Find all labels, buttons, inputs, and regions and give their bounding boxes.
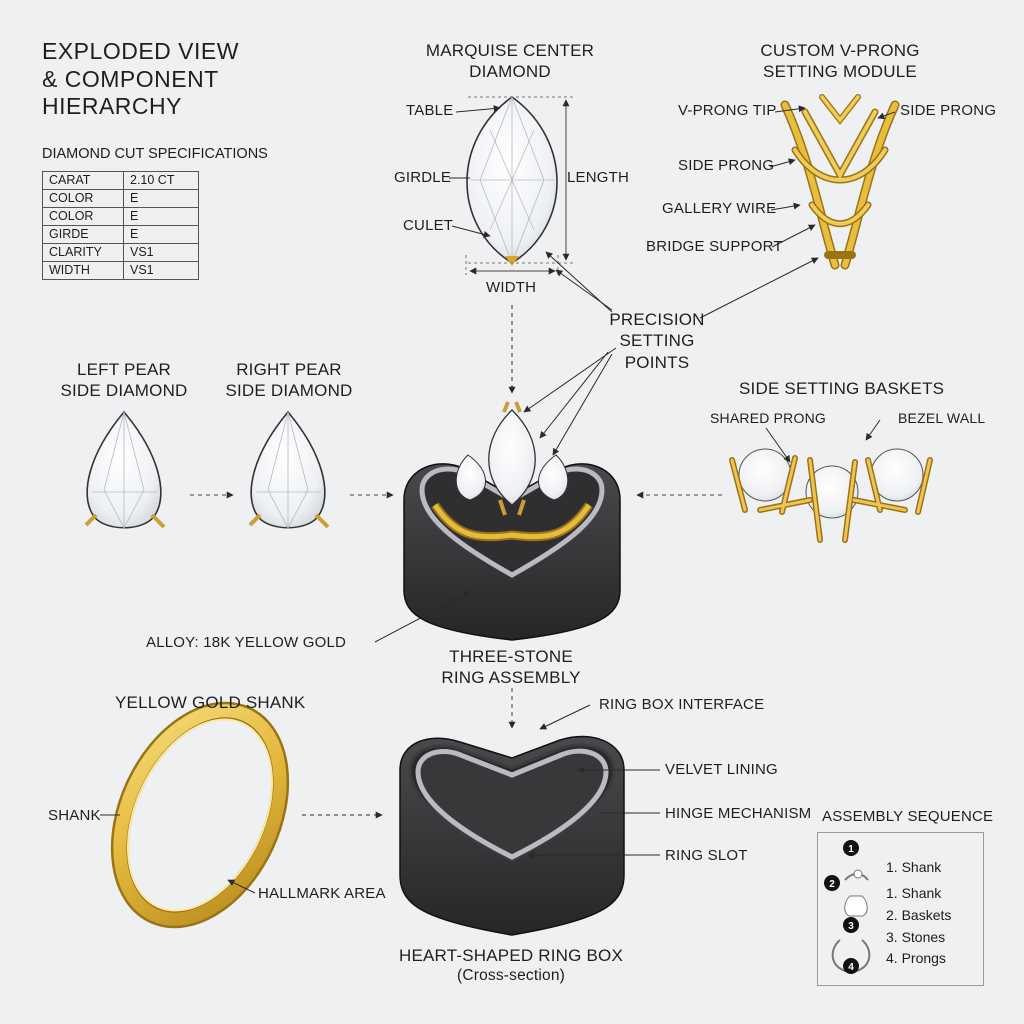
shank-title: YELLOW GOLD SHANK [115, 693, 306, 712]
label-hallmark-area: HALLMARK AREA [258, 885, 386, 902]
label-alloy: ALLOY: 18K YELLOW GOLD [146, 634, 347, 651]
marquise-diamond [465, 95, 575, 275]
gold-shank [110, 701, 290, 929]
right-pear-title: RIGHT PEAR SIDE DIAMOND [225, 360, 353, 401]
label-width: WIDTH [486, 279, 537, 296]
assembly-box [403, 401, 621, 641]
label-culet: CULET [403, 217, 454, 234]
side-setting-baskets [729, 448, 933, 543]
label-side-prong-1: SIDE PRONG [900, 102, 997, 119]
label-ring-box-interface: RING BOX INTERFACE [599, 696, 765, 713]
seq-item-5: 4. Prongs [886, 950, 946, 966]
label-bridge-support: BRIDGE SUPPORT [646, 238, 783, 255]
label-hinge-mechanism: HINGE MECHANISM [665, 805, 812, 822]
label-vprong-tip: V-PRONG TIP [678, 102, 777, 119]
label-table: TABLE [406, 102, 454, 119]
seq-badge-4: 4 [848, 962, 854, 973]
right-pear-diamond [248, 410, 330, 529]
v-prong-module [780, 94, 900, 270]
spec-key: COLOR [42, 189, 124, 208]
seq-item-2: 1. Shank [886, 885, 942, 901]
ring-box-title: HEART-SHAPED RING BOX [399, 946, 623, 965]
spec-value: 2.10 CT [123, 171, 199, 190]
spec-key: WIDTH [42, 261, 124, 280]
baskets-title: SIDE SETTING BASKETS [739, 379, 945, 398]
label-shared-prong: SHARED PRONG [710, 410, 826, 426]
seq-item-4: 3. Stones [886, 929, 946, 945]
spec-value: VS1 [123, 261, 199, 280]
left-pear-title: LEFT PEAR SIDE DIAMOND [60, 360, 188, 401]
assembly-sequence-box: 1. Shank 1. Shank 2. Baskets 3. Stones 4… [817, 832, 984, 986]
assembly-sequence-title: ASSEMBLY SEQUENCE [822, 808, 994, 825]
seq-badge-2: 2 [829, 879, 835, 890]
label-velvet-lining: VELVET LINING [665, 761, 778, 778]
ring-box-subtitle: (Cross-section) [456, 967, 566, 984]
seq-badge-1: 1 [848, 844, 854, 855]
precision-setting-points: PRECISION SETTING POINTS [609, 310, 705, 372]
spec-key: GIRDE [42, 225, 124, 244]
left-pear-diamond [84, 410, 166, 529]
page-title: EXPLODED VIEW & COMPONENT HIERARCHY [42, 38, 239, 120]
label-girdle: GIRDLE [394, 169, 452, 186]
spec-table-title: DIAMOND CUT SPECIFICATIONS [42, 146, 268, 162]
spec-key: CLARITY [42, 243, 124, 262]
spec-value: E [123, 207, 199, 226]
heart-ring-box [399, 735, 625, 936]
center-diamond-title: MARQUISE CENTER DIAMOND [425, 41, 595, 82]
spec-value: VS1 [123, 243, 199, 262]
spec-value: E [123, 189, 199, 208]
label-bezel-wall: BEZEL WALL [898, 410, 986, 426]
spec-key: CARAT [42, 171, 124, 190]
label-length: LENGTH [567, 169, 630, 186]
seq-badge-3: 3 [848, 921, 854, 932]
seq-item-3: 2. Baskets [886, 907, 952, 923]
vprong-title: CUSTOM V-PRONG SETTING MODULE [760, 41, 920, 82]
sequence-icons [824, 840, 871, 974]
label-shank: SHANK [48, 807, 101, 824]
label-ring-slot: RING SLOT [665, 847, 748, 864]
seq-item-1: 1. Shank [886, 859, 942, 875]
spec-value: E [123, 225, 199, 244]
label-gallery-wire: GALLERY WIRE [662, 200, 777, 217]
assembly-title: THREE-STONE RING ASSEMBLY [441, 647, 581, 688]
spec-key: COLOR [42, 207, 124, 226]
label-side-prong-2: SIDE PRONG [678, 157, 775, 174]
